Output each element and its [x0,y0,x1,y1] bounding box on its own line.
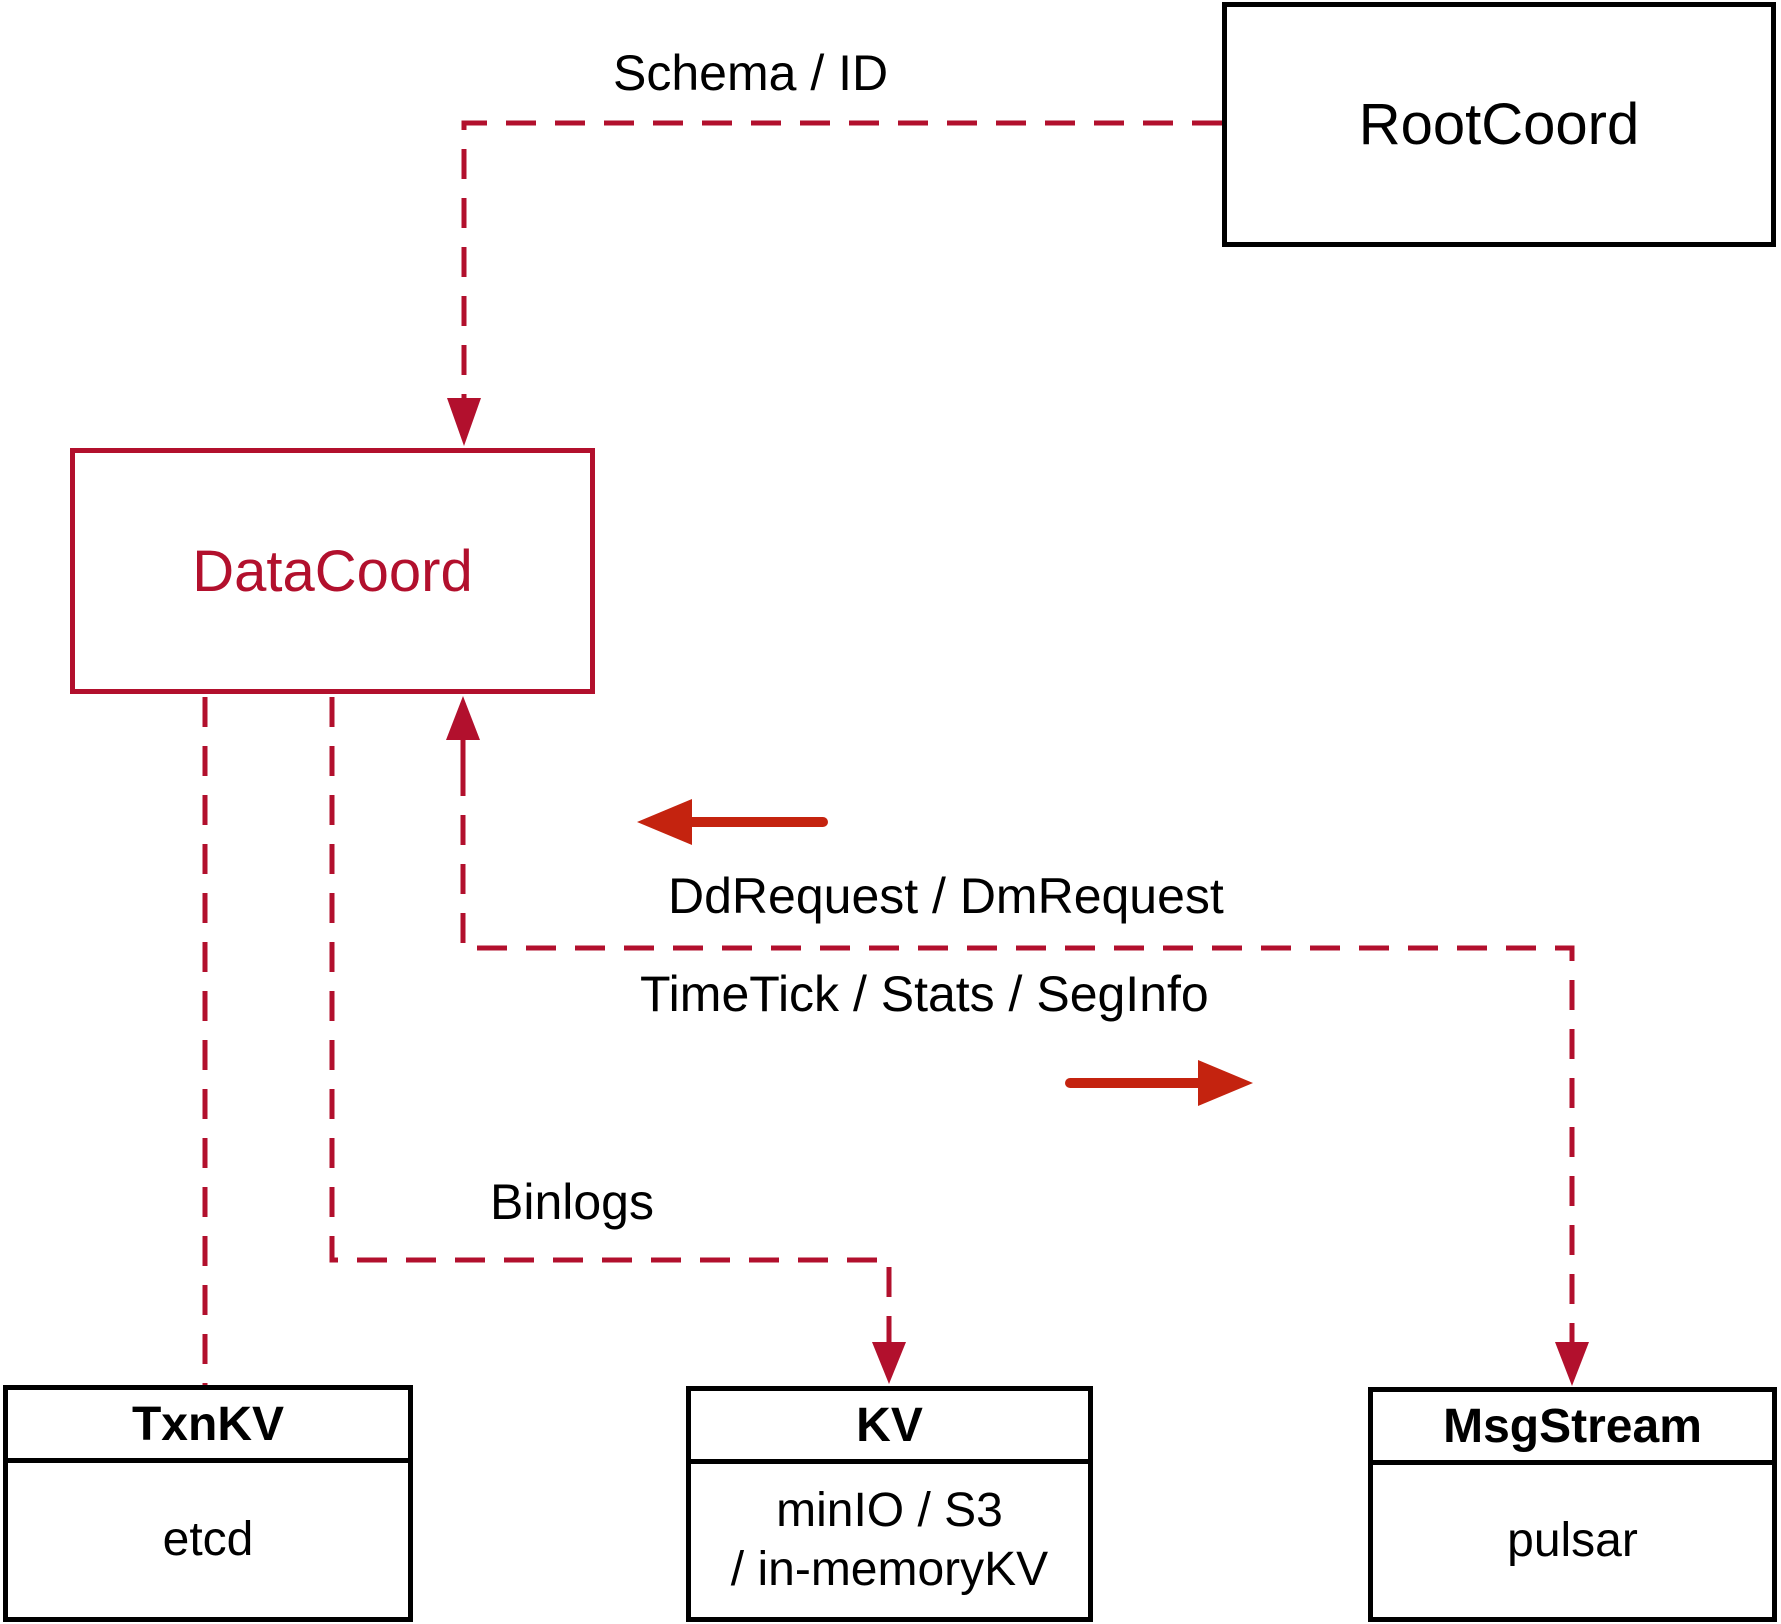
node-kv-title: KV [691,1391,1088,1464]
node-datacoord-label: DataCoord [192,538,473,604]
node-txnkv: TxnKV etcd [3,1385,413,1622]
node-txnkv-body: etcd [162,1512,254,1566]
node-kv-body-line1: minIO / S3 [776,1483,1003,1537]
edge-label-binlogs: Binlogs [490,1174,654,1230]
arrowhead-msgstream-top [1555,1342,1589,1386]
node-txnkv-title: TxnKV [8,1390,408,1463]
node-datacoord: DataCoord [70,448,595,694]
edge-label-ddrequest-dmrequest: DdRequest / DmRequest [668,868,1224,924]
node-rootcoord: RootCoord [1222,2,1776,247]
node-msgstream-body: pulsar [1507,1513,1638,1567]
ddrequest-direction-arrow-head [637,799,692,845]
edge-schema-id-line [461,120,1222,398]
node-msgstream-title: MsgStream [1373,1392,1772,1465]
edge-label-schema-id: Schema / ID [613,45,889,101]
arrowhead-datacoord-top [447,398,481,446]
timetick-direction-arrow-head [1198,1060,1253,1106]
edge-label-timetick-stats-seginfo: TimeTick / Stats / SegInfo [640,966,1209,1022]
node-kv-body: minIO / S3 / in-memoryKV [691,1464,1088,1617]
edge-binlogs-line [329,697,892,1342]
node-rootcoord-label: RootCoord [1358,92,1640,157]
node-kv: KV minIO / S3 / in-memoryKV [686,1386,1093,1622]
arrowhead-datacoord-bottom [446,696,480,740]
node-msgstream: MsgStream pulsar [1368,1387,1777,1622]
edge-ddrequest-return-line [460,766,1575,1342]
node-kv-body-line2: / in-memoryKV [730,1542,1049,1596]
arrowhead-kv-top [872,1342,906,1384]
